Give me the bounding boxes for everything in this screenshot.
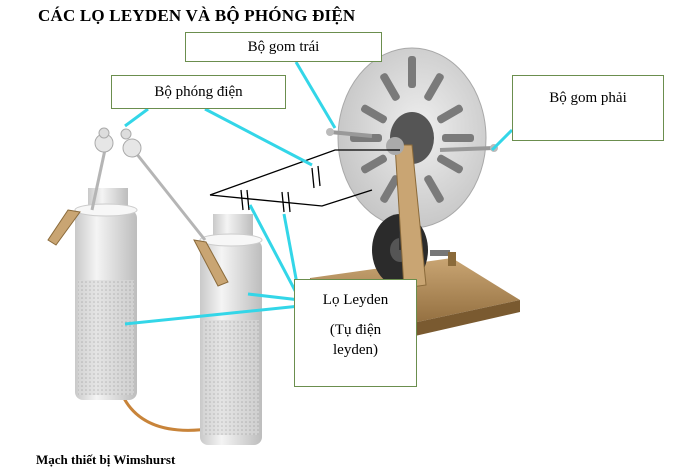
left-collector — [326, 128, 373, 138]
label-right-collector: Bộ gom phải — [512, 75, 664, 141]
callout-lines — [124, 61, 514, 326]
label-left-collector: Bộ gom trái — [185, 32, 382, 62]
leyden-label-sub-1: (Tụ điện — [329, 322, 382, 338]
figure-caption: Mạch thiết bị Wimshurst — [36, 452, 176, 467]
capacitor-schematic — [209, 149, 400, 213]
leyden-label-sub-2: leyden) — [333, 342, 378, 358]
label-discharger: Bộ phóng điện — [111, 75, 286, 109]
leyden-jar-left — [74, 188, 138, 400]
leyden-jar-right — [199, 214, 263, 445]
discharger — [47, 127, 229, 287]
label-leyden-jar: Lọ Leyden (Tụ điện leyden) — [294, 279, 417, 387]
pulley-assembly — [372, 137, 456, 289]
page-title: CÁC LỌ LEYDEN VÀ BỘ PHÓNG ĐIỆN — [38, 6, 356, 25]
leyden-label-main: Lọ Leyden — [322, 292, 389, 308]
